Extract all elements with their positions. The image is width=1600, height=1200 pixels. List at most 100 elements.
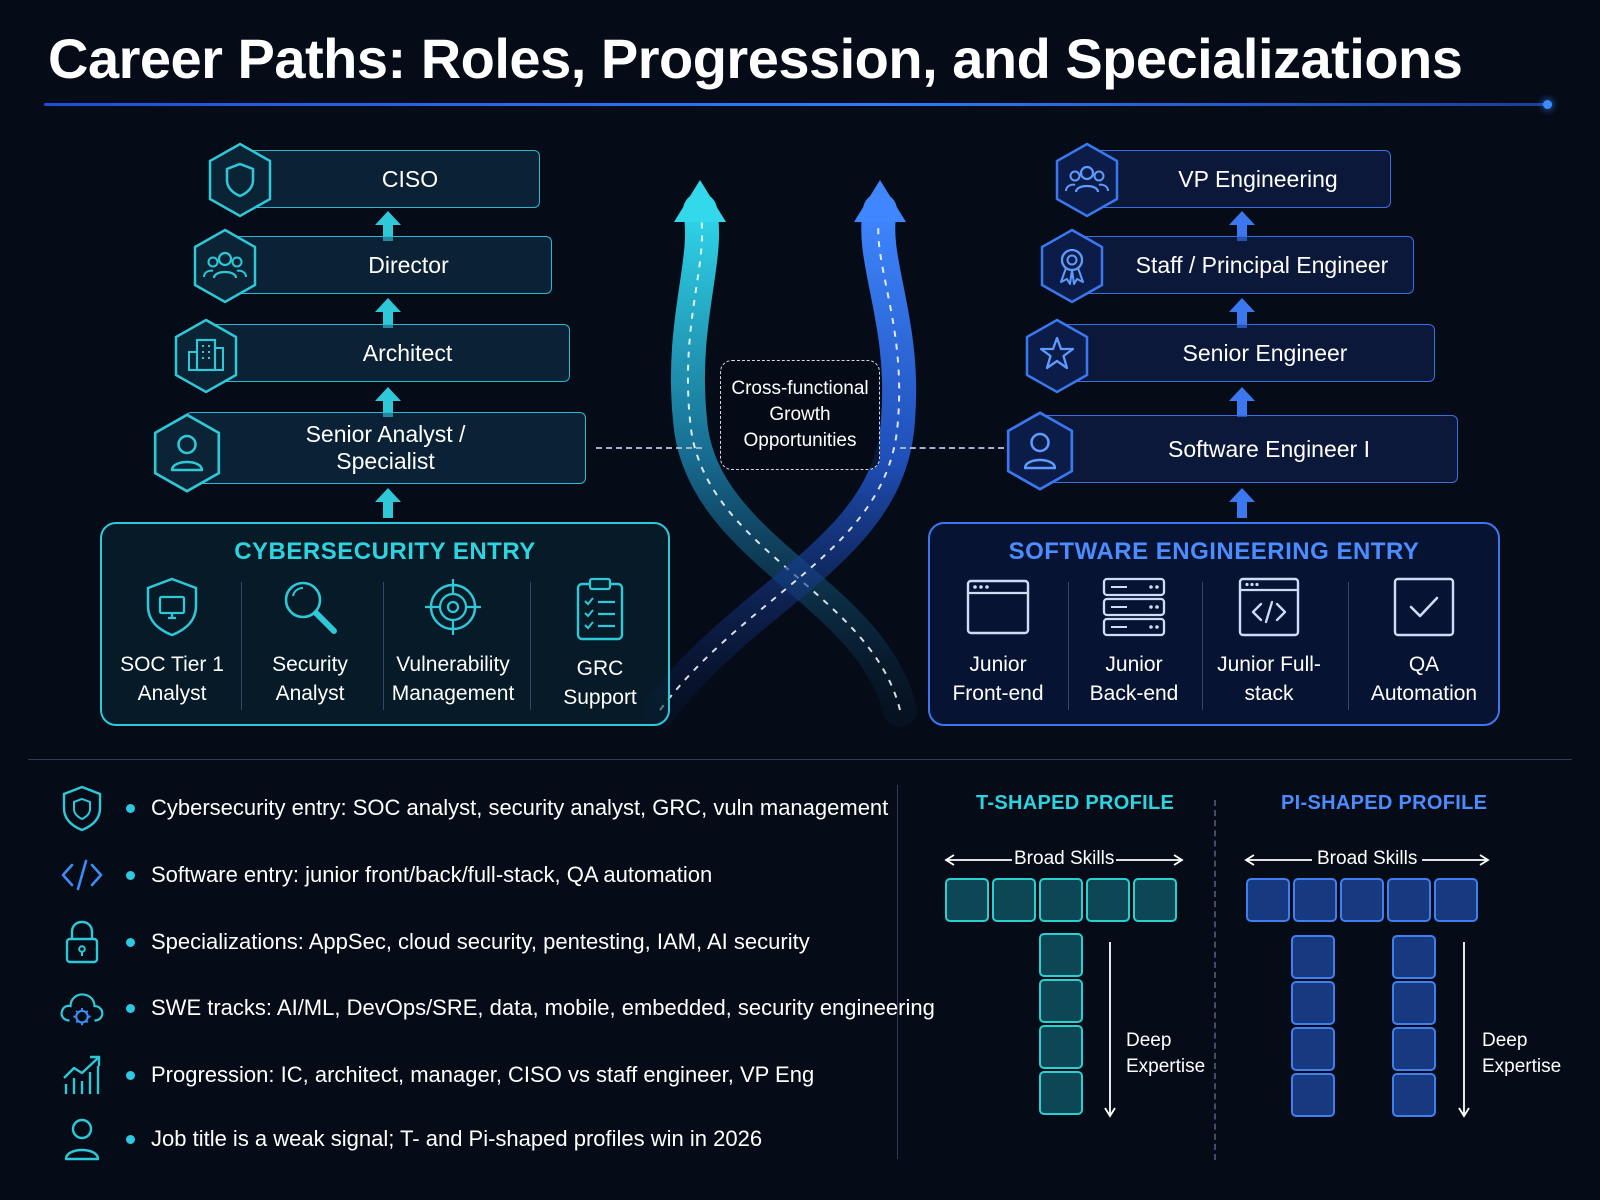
bullet-dot xyxy=(126,1134,135,1144)
person-icon xyxy=(153,413,221,493)
t-deep-cell xyxy=(1039,1025,1083,1069)
senior-analyst-label: Senior Analyst / Specialist xyxy=(305,421,466,474)
entry-junior-frontend-label: Junior Front-end xyxy=(952,653,1044,705)
pi-deep-cell-left xyxy=(1291,981,1335,1025)
person-icon xyxy=(1006,411,1074,491)
arrow-up-icon xyxy=(1229,488,1255,518)
t-broad-cell xyxy=(1086,878,1130,922)
arrow-up-icon xyxy=(375,298,401,328)
entry-junior-fullstack: Junior Full-stack xyxy=(1210,576,1328,708)
entry-soc-tier1: SOC Tier 1 Analyst xyxy=(116,576,228,708)
checkbox-icon xyxy=(1393,577,1455,637)
crossing-roads-graphic xyxy=(643,180,917,727)
bullet-dot xyxy=(126,1003,135,1013)
pi-broad-cell xyxy=(1246,878,1290,922)
entry-grc-support: GRC Support xyxy=(542,576,658,712)
t-broad-skills-label: Broad Skills xyxy=(1014,848,1115,869)
bullet-text: Job title is a weak signal; T- and Pi-sh… xyxy=(151,1126,763,1151)
entry-divider xyxy=(1068,582,1069,710)
bullet-dot xyxy=(126,937,135,947)
arrow-up-icon xyxy=(375,488,401,518)
entry-grc-support-label: GRC Support xyxy=(563,657,637,709)
bullet-text: Specializations: AppSec, cloud security,… xyxy=(151,929,810,954)
bullet-text: SWE tracks: AI/ML, DevOps/SRE, data, mob… xyxy=(151,995,935,1020)
bullet-item: Progression: IC, architect, manager, CIS… xyxy=(58,1050,814,1100)
code-icon xyxy=(61,859,103,891)
entry-vulnerability-management-label: Vulnerability Management xyxy=(391,653,515,705)
cross-functional-label: Cross-functional Growth Opportunities xyxy=(720,360,880,470)
shield-icon xyxy=(62,785,102,832)
cyber-role-ciso: CISO xyxy=(240,150,540,208)
pi-profile-title: PI-SHAPED PROFILE xyxy=(1281,792,1488,814)
cloud-gear-icon xyxy=(60,993,104,1026)
team-icon xyxy=(193,228,257,304)
pi-deep-cell-right xyxy=(1392,1073,1436,1117)
t-broad-cell xyxy=(945,878,989,922)
swe-entry-title: SOFTWARE ENGINEERING ENTRY xyxy=(1008,538,1420,565)
entry-divider xyxy=(241,582,242,710)
deep-expertise-arrow xyxy=(1458,942,1470,1118)
connector-right xyxy=(900,447,1004,449)
bullet-item: Software entry: junior front/back/full-s… xyxy=(58,850,712,900)
t-broad-cell xyxy=(1133,878,1177,922)
cyber-role-director: Director xyxy=(225,236,552,294)
pi-broad-skills-label: Broad Skills xyxy=(1317,848,1418,869)
bullet-dot xyxy=(126,803,135,813)
arrow-up-icon xyxy=(1229,211,1255,241)
bullet-item: Specializations: AppSec, cloud security,… xyxy=(58,917,810,967)
building-icon xyxy=(174,318,238,394)
cyber-entry-panel: CYBERSECURITY ENTRY SOC Tier 1 Analyst S… xyxy=(100,522,670,726)
cyber-entry-title: CYBERSECURITY ENTRY xyxy=(234,538,536,565)
pi-broad-cell xyxy=(1293,878,1337,922)
pi-deep-label: Deep xyxy=(1482,1030,1528,1051)
t-expertise-label: Expertise xyxy=(1126,1056,1206,1077)
t-deep-cell xyxy=(1039,979,1083,1023)
pi-deep-cell-right xyxy=(1392,981,1436,1025)
deep-expertise-arrow xyxy=(1104,942,1116,1118)
bullet-dot xyxy=(126,870,135,880)
entry-security-analyst-label: Security Analyst xyxy=(272,653,348,705)
swe-role-senior-engineer: Senior Engineer xyxy=(1055,324,1435,382)
swe-entry-panel: SOFTWARE ENGINEERING ENTRY Junior Front-… xyxy=(928,522,1500,726)
pi-deep-expertise-label: Deep Expertise xyxy=(1482,1028,1561,1080)
entry-qa-automation: QA Automation xyxy=(1356,576,1492,708)
entry-divider xyxy=(530,582,531,710)
pi-broad-cell xyxy=(1340,878,1384,922)
magnifier-icon xyxy=(284,581,337,634)
bullet-text: Progression: IC, architect, manager, CIS… xyxy=(151,1062,815,1087)
broad-skills-arrow xyxy=(944,854,1184,866)
swe-role-vp-engineering: VP Engineering xyxy=(1085,150,1391,208)
bullet-item: Cybersecurity entry: SOC analyst, securi… xyxy=(58,783,888,833)
section-divider xyxy=(28,759,1572,760)
entry-divider xyxy=(383,582,384,710)
shield-icon xyxy=(208,142,272,218)
arrow-up-icon xyxy=(1229,298,1255,328)
person-icon xyxy=(64,1118,100,1161)
arrow-up-icon xyxy=(1229,387,1255,417)
pi-expertise-label: Expertise xyxy=(1482,1056,1562,1077)
bullet-item: Job title is a weak signal; T- and Pi-sh… xyxy=(58,1114,762,1164)
cyber-role-architect: Architect xyxy=(205,324,570,382)
swe-role-software-engineer-1: Software Engineer I xyxy=(1040,415,1458,483)
team-icon xyxy=(1055,142,1119,218)
entry-junior-frontend: Junior Front-end xyxy=(940,576,1056,708)
entry-junior-backend-label: Junior Back-end xyxy=(1089,653,1179,705)
pi-deep-cell-left xyxy=(1291,1027,1335,1071)
bullet-text: Cybersecurity entry: SOC analyst, securi… xyxy=(151,795,889,820)
connector-left xyxy=(596,447,702,449)
entry-security-analyst: Security Analyst xyxy=(254,576,366,708)
title-underline-dot xyxy=(1543,100,1552,109)
award-ribbon-icon xyxy=(1040,228,1104,304)
pi-deep-cell-right xyxy=(1392,935,1436,979)
code-window-icon xyxy=(1238,577,1300,637)
entry-qa-automation-label: QA Automation xyxy=(1370,653,1478,705)
t-deep-expertise-label: Deep Expertise xyxy=(1126,1028,1205,1080)
entry-junior-fullstack-label: Junior Full-stack xyxy=(1217,653,1321,705)
bullet-dot xyxy=(126,1070,135,1080)
checklist-icon xyxy=(576,577,624,641)
target-icon xyxy=(425,579,481,635)
t-broad-cell xyxy=(992,878,1036,922)
t-deep-label: Deep xyxy=(1126,1030,1172,1051)
server-stack-icon xyxy=(1102,577,1166,637)
bullet-text: Software entry: junior front/back/full-s… xyxy=(151,862,713,887)
